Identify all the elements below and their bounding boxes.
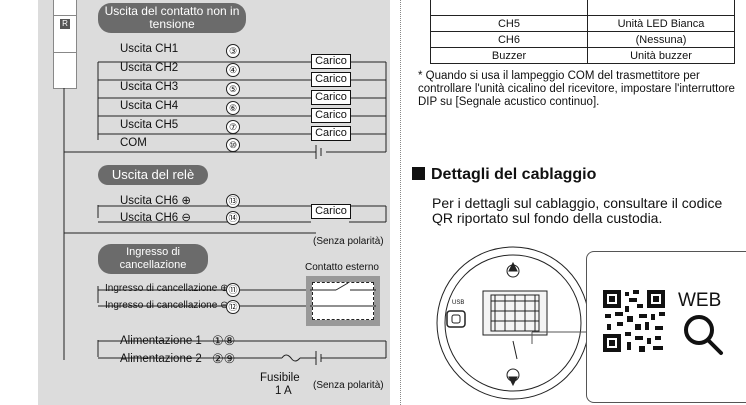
label-ch5: Uscita CH5 — [120, 119, 179, 131]
terminal-1-8: ①⑧ — [212, 333, 236, 348]
terminal-4: ④ — [226, 63, 240, 77]
load-ch3: Carico — [311, 90, 351, 105]
wiring-paragraph: Per i dettagli sul cablaggio, consultare… — [432, 195, 723, 226]
qr-code-icon — [603, 290, 665, 352]
unit-mark: R — [60, 19, 70, 29]
column-divider — [400, 0, 401, 405]
note-text: * Quando si usa il lampeggio COM del tra… — [418, 70, 735, 108]
no-polarity-relay: (Senza polarità) — [313, 236, 384, 247]
terminal-13: ⑬ — [226, 194, 240, 208]
table-cell: CH6 — [430, 31, 588, 48]
label-ch6-minus: Uscita CH6 ⊖ — [120, 212, 191, 224]
table-row — [430, 0, 735, 16]
no-polarity-power: (Senza polarità) — [313, 380, 384, 391]
terminal-14: ⑭ — [226, 211, 240, 225]
section-ingresso: Ingresso di cancellazione — [98, 244, 208, 274]
heading-square-icon — [412, 167, 425, 180]
table-cell: Unità buzzer — [587, 47, 735, 64]
label-ch2: Uscita CH2 — [120, 62, 179, 74]
table-row: CH6(Nessuna) — [430, 31, 735, 48]
signal-tower-unit: R — [53, 0, 77, 89]
label-ch6-plus: Uscita CH6 ⊕ — [120, 195, 191, 207]
section-contatto: Uscita del contatto non in tensione — [98, 3, 246, 33]
load-ch1: Carico — [311, 54, 351, 69]
table-cell: Buzzer — [430, 47, 588, 64]
table-cell: (Nessuna) — [587, 31, 735, 48]
load-ch5: Carico — [311, 126, 351, 141]
web-label: WEB — [678, 290, 722, 311]
external-contact-box — [306, 276, 380, 326]
load-ch6: Carico — [311, 204, 351, 219]
web-qr-callout — [586, 251, 746, 403]
label-com: COM — [120, 137, 147, 149]
load-ch4: Carico — [311, 108, 351, 123]
label-cancel-minus: Ingresso di cancellazione ⊖ — [105, 300, 229, 311]
callout-pointer — [531, 331, 586, 344]
label-ch1: Uscita CH1 — [120, 43, 179, 55]
label-cancel-plus: Ingresso di cancellazione ⊕ — [105, 283, 229, 294]
external-contact-label: Contatto esterno — [305, 262, 379, 273]
terminal-11: ⑪ — [226, 283, 240, 297]
section-rele: Uscita del relè — [98, 165, 208, 185]
heading-text: Dettagli del cablaggio — [431, 166, 597, 183]
label-power-1: Alimentazione 1 — [120, 335, 202, 347]
search-magnifier-icon — [684, 315, 723, 355]
table-cell: Unità LED Bianca — [587, 15, 735, 32]
fuse-rating: 1 A — [275, 385, 292, 397]
fuse-label: Fusibile — [260, 372, 300, 384]
switch-icon — [310, 282, 376, 307]
terminal-3: ③ — [226, 44, 240, 58]
load-ch2: Carico — [311, 72, 351, 87]
terminal-6: ⑥ — [226, 101, 240, 115]
terminal-7: ⑦ — [226, 120, 240, 134]
terminal-5: ⑤ — [226, 82, 240, 96]
terminal-12: ⑫ — [226, 300, 240, 314]
label-ch4: Uscita CH4 — [120, 100, 179, 112]
section-heading: Dettagli del cablaggio — [412, 166, 596, 184]
table-cell: CH5 — [430, 15, 588, 32]
terminal-10: ⑩ — [226, 138, 240, 152]
label-ch3: Uscita CH3 — [120, 81, 179, 93]
usb-label: USB — [452, 300, 465, 306]
terminal-2-9: ②⑨ — [212, 351, 236, 366]
label-power-2: Alimentazione 2 — [120, 353, 202, 365]
